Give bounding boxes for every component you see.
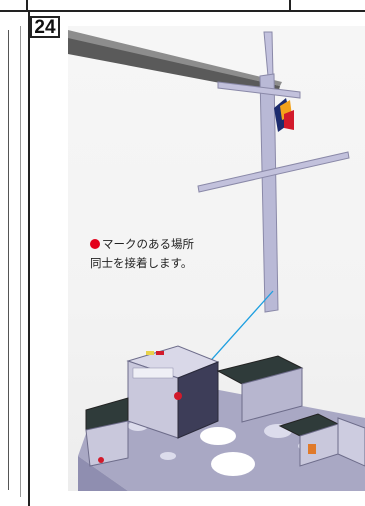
mast-pole	[259, 73, 279, 313]
left-panel-edge	[8, 30, 9, 490]
assembly-illustration	[68, 30, 365, 491]
top-tick-right	[289, 0, 291, 12]
lower-yard	[197, 151, 350, 193]
red-marker-icon	[90, 239, 100, 249]
callout-line-1: マークのある場所	[90, 235, 270, 254]
tweezers	[68, 36, 280, 94]
step-number-badge: 24	[30, 16, 60, 38]
top-rule	[0, 10, 365, 12]
instruction-callout: マークのある場所 同士を接着します。	[90, 235, 270, 273]
mast-top	[263, 31, 274, 77]
left-panel-border	[0, 26, 21, 497]
callout-line-2: 同士を接着します。	[90, 256, 193, 270]
upper-yard	[217, 81, 301, 99]
assembly-photo	[68, 26, 365, 491]
glue-mark-dot	[174, 392, 182, 400]
top-tick-left	[26, 0, 28, 12]
column-divider	[28, 12, 30, 506]
